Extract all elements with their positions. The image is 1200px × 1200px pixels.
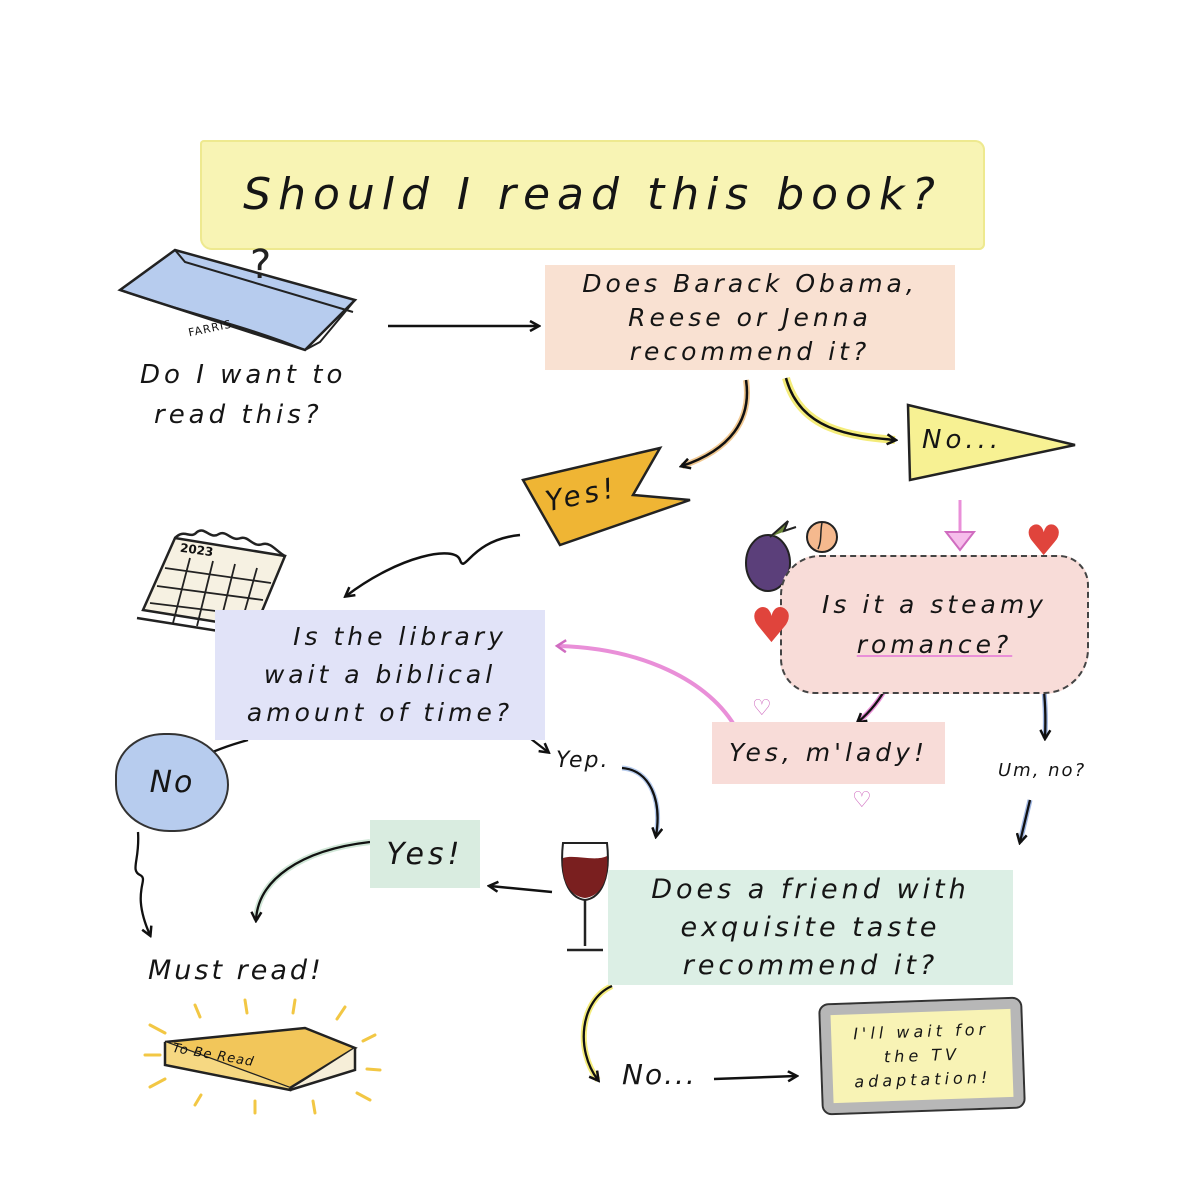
start-question-line2: read this? [154,400,323,430]
library-question-line1: Is the library [293,622,507,651]
arrow-yes-to-must-read [253,839,371,921]
friend-yes-box: Yes! [370,820,480,888]
library-yes-label: Yep. [556,748,610,773]
arrow-um-no-to-friend [1017,799,1033,843]
to-be-read-book-icon [163,1026,358,1092]
tv-screen: I'll wait for the TV adaptation! [818,996,1026,1116]
friend-question-line2: exquisite taste [680,911,941,943]
outline-heart-icon: ♡ [752,696,772,721]
arrow-no-to-must-read [134,831,150,935]
peach-icon [806,521,838,553]
romance-yes-box: Yes, m'lady! [712,722,945,784]
romance-question-cloud: Is it a steamy romance? [780,555,1089,694]
library-question-line3: amount of time? [246,698,514,727]
library-question-box: Is the library wait a biblical amount of… [215,610,545,740]
arrow-no-to-tv [713,1076,796,1079]
celebrity-no-label: No... [922,425,1003,455]
friend-no-label: No... [622,1058,697,1091]
arrow-friend-no [580,983,614,1082]
glow-rays [143,998,382,1115]
arrow-friend-yes [490,886,553,894]
romance-no-label: Um, no? [998,760,1087,781]
wine-glass-icon [561,842,609,952]
friend-question-line1: Does a friend with [651,873,970,905]
friend-question-box: Does a friend with exquisite taste recom… [608,870,1013,985]
friend-yes-label: Yes! [386,836,464,872]
start-question: Do I want to read this? [140,355,346,435]
tv-line3: adaptation! [853,1067,992,1092]
romance-question-line1: Is it a steamy [822,589,1047,619]
tv-line1: I'll wait for [852,1019,990,1044]
must-read-label: Must read! [148,955,324,986]
no-pennant-shape [906,403,1076,482]
romance-question-line2: romance? [856,629,1013,659]
eggplant-icon [745,520,797,592]
title-banner: Should I read this book? [200,140,985,250]
celebrity-question-line1: Does Barack Obama, [582,268,918,298]
outline-heart-icon: ♡ [852,788,872,813]
book-cover-mark: ? [250,242,272,288]
arrow-yes-to-library [346,533,521,596]
friend-question-line3: recommend it? [682,949,939,981]
yes-flag-shape [521,446,691,547]
arrow-romance-yes-to-library [558,646,739,731]
page-title: Should I read this book? [243,169,942,221]
celebrity-question-line2: Reese or Jenna [628,302,872,332]
library-no-cloud: No [115,733,229,832]
heart-icon: ♥ [1025,516,1063,565]
celebrity-question-line3: recommend it? [629,336,871,366]
start-question-line1: Do I want to [140,360,347,390]
romance-yes-label: Yes, m'lady! [728,737,928,767]
library-no-label: No [149,765,195,800]
tv-line2: the TV [883,1044,961,1067]
celebrity-question-box: Does Barack Obama, Reese or Jenna recomm… [545,265,955,370]
arrow-yep-to-friend [621,765,660,837]
mystery-book-icon [117,248,358,352]
heart-icon: ♥ [750,598,794,654]
library-question-line2: wait a biblical [263,660,497,689]
arrow-celebrity-no [782,376,896,444]
